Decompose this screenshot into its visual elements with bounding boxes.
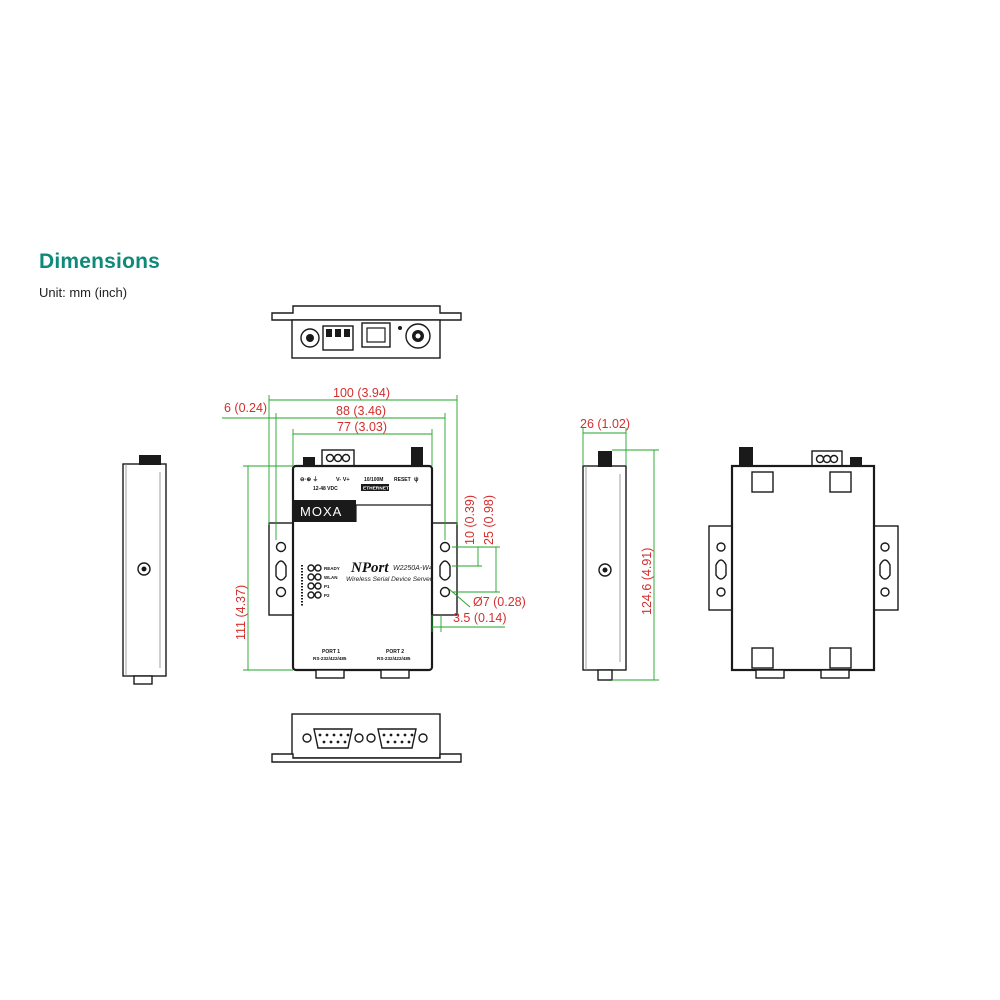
port2-name-label: PORT 2 [386, 649, 404, 655]
port2-type-label: RS-232/422/485 [377, 656, 411, 661]
dimension-lines [222, 395, 659, 681]
port1-name-label: PORT 1 [322, 649, 340, 655]
rear-view [708, 447, 899, 679]
model-name: W2250A-W4 [393, 565, 433, 572]
dim-ear-offset: 6 (0.24) [224, 401, 267, 415]
unit-note: Unit: mm (inch) [39, 285, 128, 300]
led-p2-label: P2 [324, 593, 330, 598]
dim-height-body: 111 (4.37) [234, 585, 248, 640]
brand-logo: MOXA [300, 504, 342, 519]
dim-width-body: 77 (3.03) [337, 420, 387, 434]
dim-width-total: 100 (3.94) [333, 386, 390, 400]
ethernet-speed-label: 10/100M [364, 477, 383, 483]
dim-width-holes: 88 (3.46) [336, 404, 386, 418]
dim-slot-10: 10 (0.39) [463, 495, 477, 545]
front-view: ⊖·⊕ ⏚ V- V+ 12-48 VDC 10/100M ETHERNET R… [268, 447, 458, 679]
wifi-icon: ψ [414, 477, 419, 483]
dim-slot-25: 25 (0.98) [482, 495, 496, 545]
right-side-view [582, 451, 627, 681]
left-side-view [122, 455, 167, 685]
antenna-front-icon [411, 447, 423, 467]
dim-depth: 26 (1.02) [580, 417, 630, 431]
antenna-side-icon [598, 451, 612, 467]
top-view [271, 305, 462, 359]
bottom-view [271, 713, 462, 763]
product-name: NPort [350, 560, 389, 576]
db9-port1-icon [302, 728, 364, 749]
port1-type-label: RS-232/422/485 [313, 656, 347, 661]
power-voltage-label: 12-48 VDC [313, 486, 338, 492]
product-tagline: Wireless Serial Device Server [346, 576, 433, 583]
brand-strip [294, 500, 356, 522]
led-panel: READY WLAN P1 P2 [301, 564, 340, 606]
dimension-labels: 100 (3.94) 6 (0.24) 88 (3.46) 77 (3.03) … [224, 386, 654, 640]
dim-height-total: 124.6 (4.91) [640, 548, 654, 615]
dim-hole-diameter: Ø7 (0.28) [473, 595, 526, 609]
ethernet-label: ETHERNET [363, 486, 389, 492]
power-symbols: ⊖·⊕ ⏚ [300, 476, 318, 483]
led-wlan-label: WLAN [324, 575, 338, 580]
reset-label: RESET [394, 477, 411, 483]
page-title: Dimensions [39, 250, 161, 273]
led-p1-label: P1 [324, 584, 330, 589]
power-pins-label: V- V+ [336, 477, 350, 483]
led-ready-label: READY [324, 566, 340, 571]
dim-ear-3-5: 3.5 (0.14) [453, 611, 507, 625]
db9-port2-icon [366, 728, 428, 749]
